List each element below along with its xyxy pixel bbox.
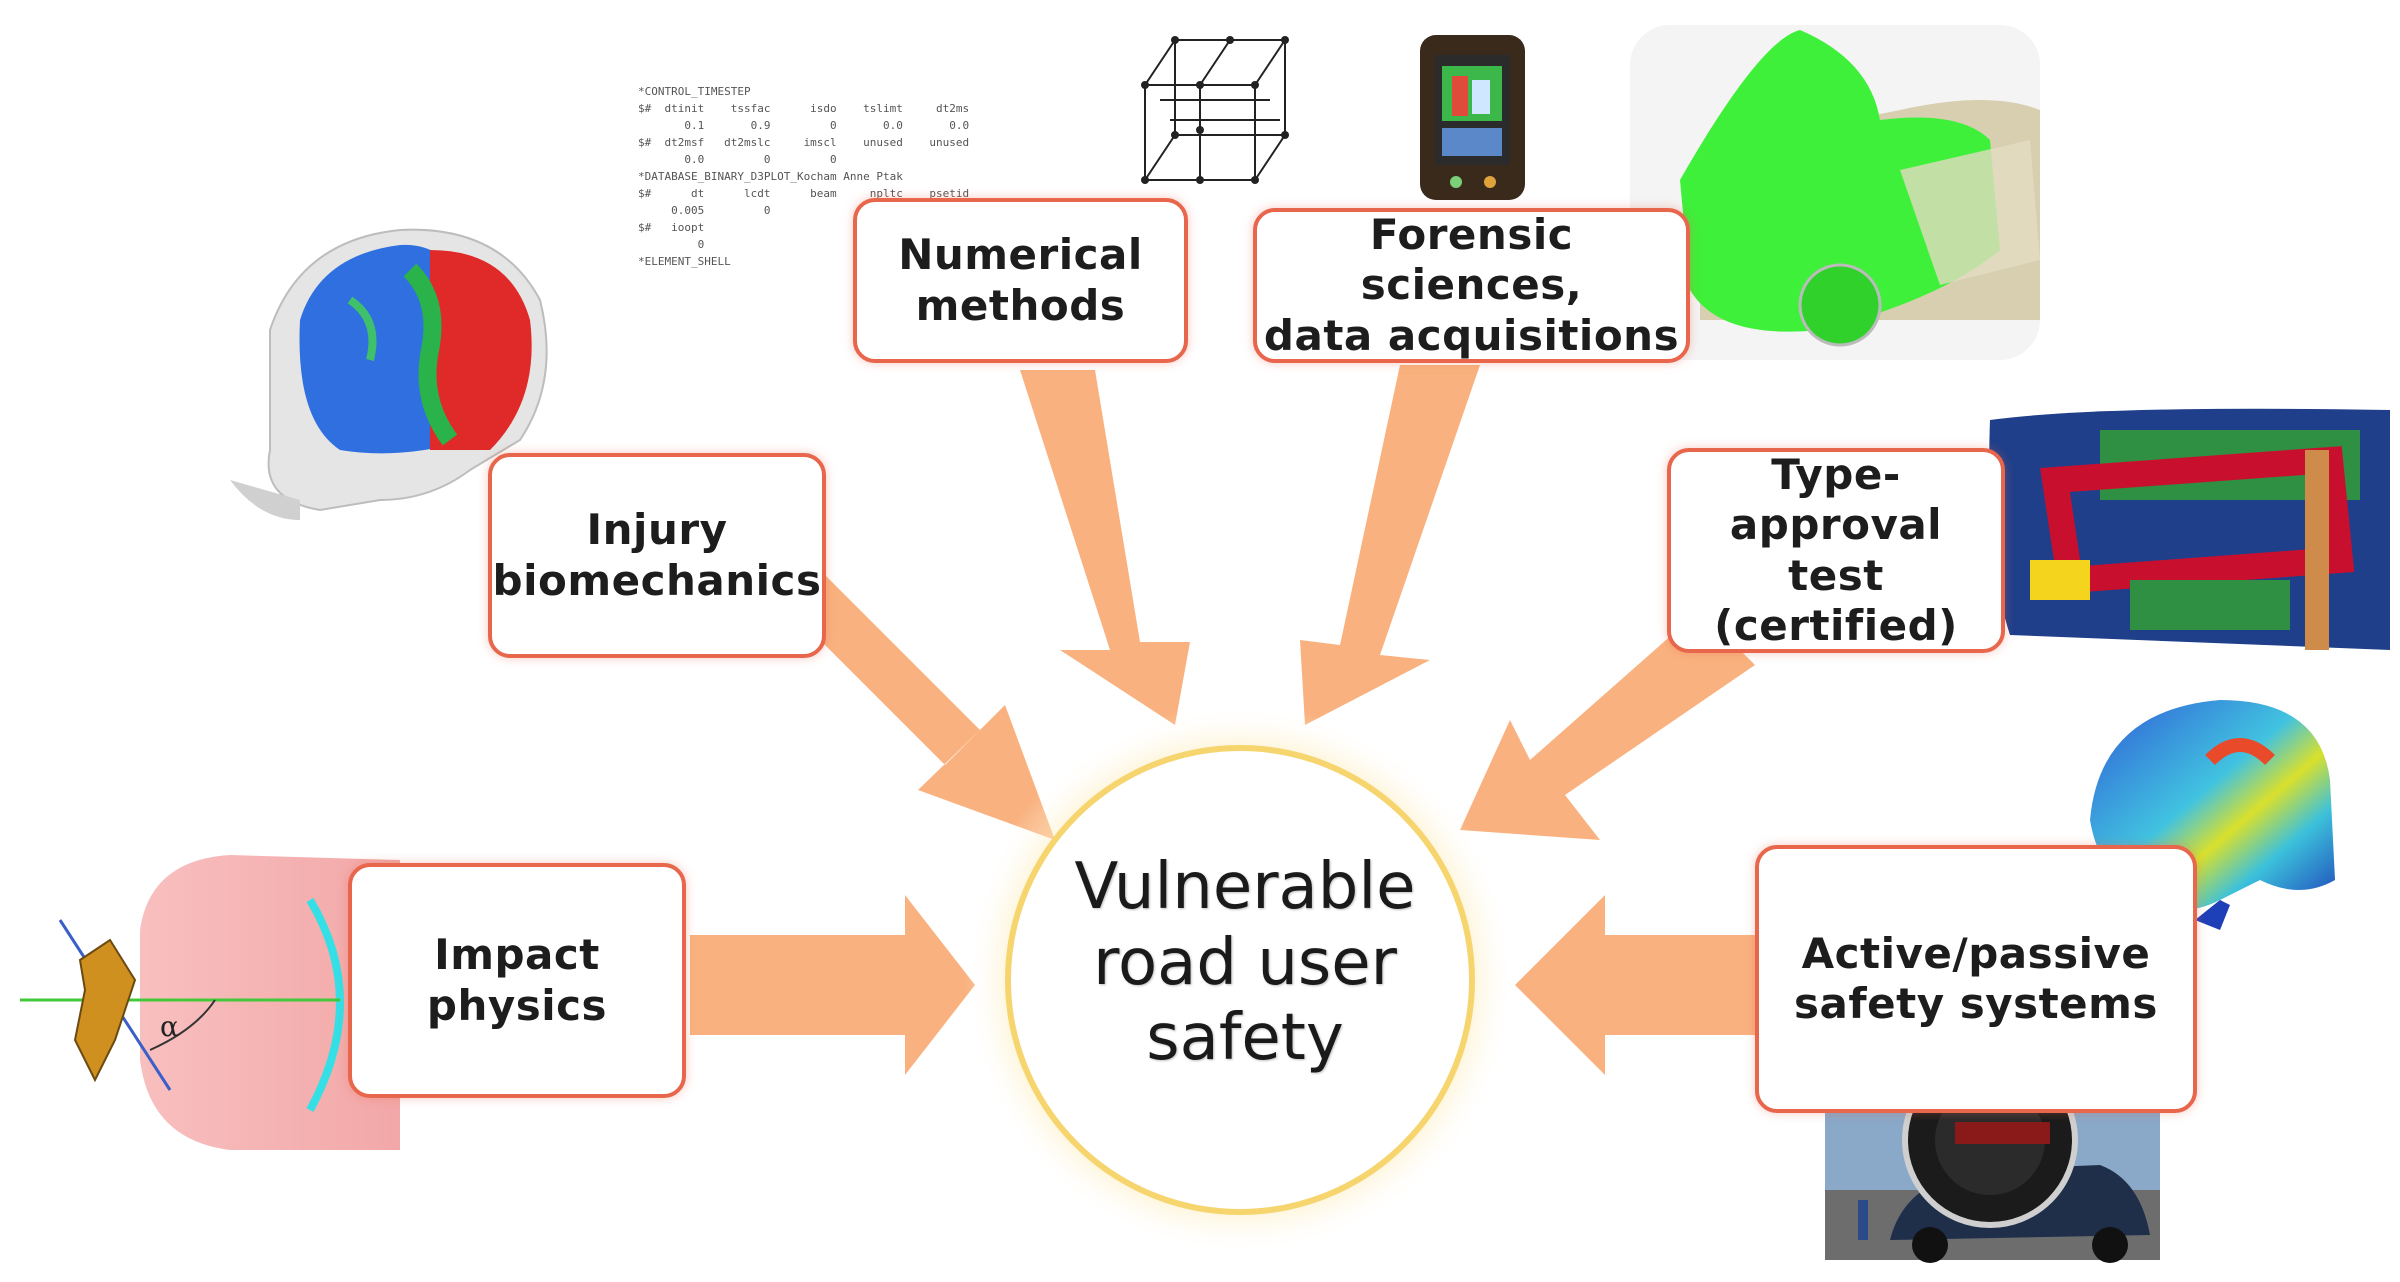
- angle-alpha-label: α: [160, 1010, 179, 1043]
- code-listing: *CONTROL_TIMESTEP $# dtinit tssfac isdo …: [638, 85, 970, 268]
- head-impact-icon: [20, 855, 400, 1150]
- node-injury-biomechanics: Injury biomechanics: [488, 453, 826, 658]
- fe-cube-icon: [1141, 36, 1289, 184]
- node-active-passive: Active/passive safety systems: [1755, 845, 2197, 1113]
- center-title: Vulnerable road user safety: [1074, 850, 1416, 1076]
- node-impact-physics: Impact physics: [348, 863, 686, 1098]
- node-numerical-methods: Numerical methods: [853, 198, 1188, 363]
- bumper-impactor-icon: [1989, 408, 2390, 650]
- arrow-forensic-sciences: [1300, 365, 1480, 725]
- arrow-impact-physics: [690, 895, 975, 1075]
- node-impact-physics-label: Impact physics: [426, 930, 608, 1030]
- node-type-approval: Type-approval test (certified): [1667, 448, 2005, 653]
- car-crash-sim-icon: [1630, 25, 2040, 360]
- node-forensic-sciences-label: Forensic sciences, data acquisitions: [1263, 209, 1680, 360]
- arrow-injury-biomechanics: [725, 565, 1055, 840]
- node-active-passive-label: Active/passive safety systems: [1794, 928, 2158, 1028]
- data-logger-icon: [1420, 35, 1525, 200]
- arrow-active-passive: [1515, 895, 1755, 1075]
- arrow-type-approval: [1460, 610, 1755, 840]
- node-numerical-methods-label: Numerical methods: [898, 230, 1143, 330]
- node-forensic-sciences: Forensic sciences, data acquisitions: [1253, 208, 1690, 363]
- brain-scan-icon: [230, 228, 548, 520]
- node-injury-biomechanics-label: Injury biomechanics: [492, 505, 822, 605]
- arrow-numerical-methods: [1020, 370, 1190, 725]
- center-circle: [1005, 745, 1475, 1215]
- arrows: [690, 365, 1755, 1075]
- node-type-approval-label: Type-approval test (certified): [1714, 449, 1958, 650]
